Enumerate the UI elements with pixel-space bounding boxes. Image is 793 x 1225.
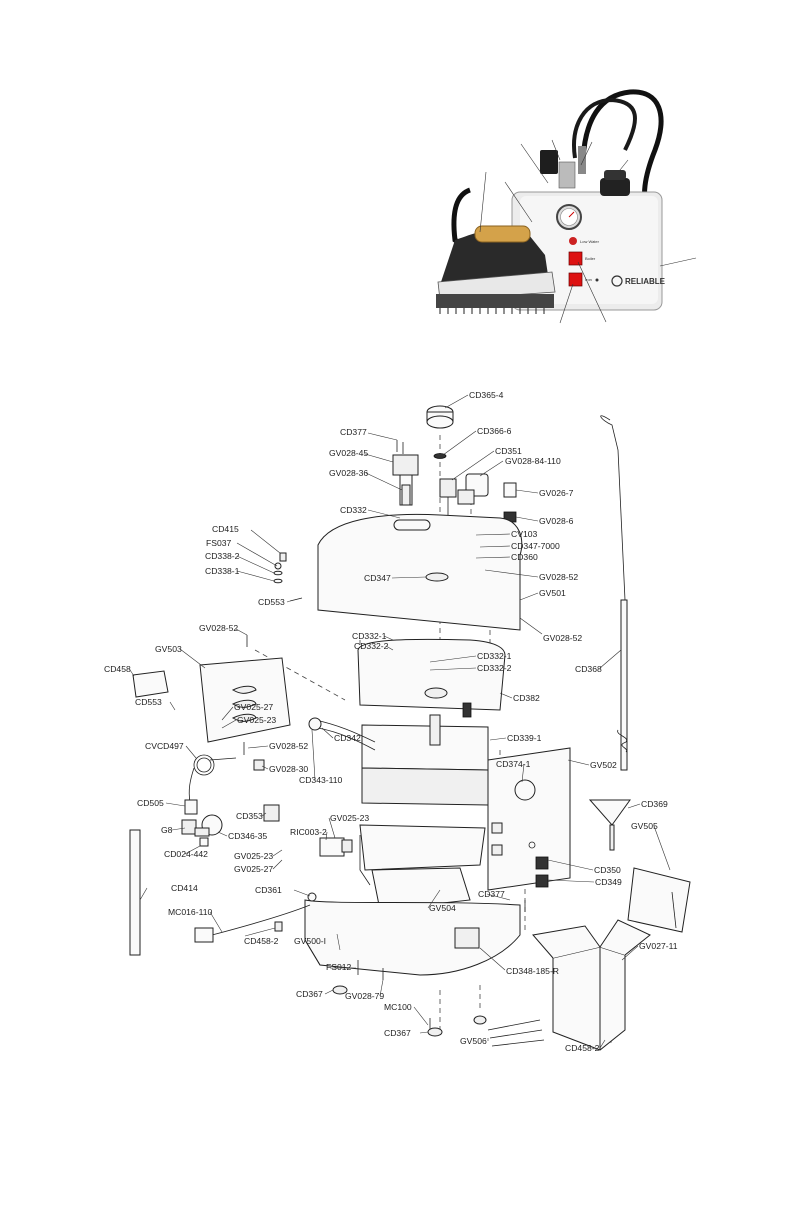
label-GV028-45: GV028-45 bbox=[329, 448, 368, 458]
label-CD347: CD347 bbox=[364, 573, 391, 583]
label-CD024-442: CD024-442 bbox=[164, 849, 208, 859]
label-CD332-2-left: CD332-2 bbox=[354, 641, 389, 651]
label-CV103: CV103 bbox=[511, 529, 537, 539]
label-CD382: CD382 bbox=[513, 693, 540, 703]
label-GV500-I: GV500-I bbox=[294, 936, 326, 946]
product-photo: Low Water Boiler Iron RELIABLE bbox=[433, 89, 709, 324]
label-CD414: CD414 bbox=[171, 883, 198, 893]
label-CD369: CD369 bbox=[641, 799, 668, 809]
label-GV501: GV501 bbox=[539, 588, 566, 598]
label-GV503: GV503 bbox=[155, 644, 182, 654]
label-GV028-52-right: GV028-52 bbox=[539, 572, 578, 582]
label-CD458-2-cord: CD458-2 bbox=[244, 936, 279, 946]
label-CD553-lower: CD553 bbox=[135, 697, 162, 707]
label-CD350: CD350 bbox=[594, 865, 621, 875]
label-GV505: GV505 bbox=[631, 821, 658, 831]
panel-light-boiler: Boiler bbox=[585, 256, 596, 261]
part-labels: CD365-4 CD377 CD366-6 CD351 GV028-45 GV0… bbox=[104, 390, 678, 1053]
label-FS012: FS012 bbox=[326, 962, 352, 972]
label-MC100: MC100 bbox=[384, 1002, 412, 1012]
label-CD377-top: CD377 bbox=[340, 427, 367, 437]
label-CD458: CD458 bbox=[104, 664, 131, 674]
label-CD458-2-box: CD458-2 bbox=[565, 1043, 600, 1053]
label-GV028-30: GV028-30 bbox=[269, 764, 308, 774]
label-GV025-23-block: GV025-23 bbox=[330, 813, 369, 823]
label-GV027-11: GV027-11 bbox=[639, 941, 678, 951]
label-CD343-110: CD343-110 bbox=[299, 775, 343, 785]
label-CD505: CD505 bbox=[137, 798, 164, 808]
brand-logo-icon bbox=[611, 275, 623, 287]
label-CD353: CD353 bbox=[236, 811, 263, 821]
label-FS037: FS037 bbox=[206, 538, 232, 548]
label-GV028-79: GV028-79 bbox=[345, 991, 384, 1001]
label-CVCD497: CVCD497 bbox=[145, 741, 184, 751]
label-GV028-52-cover: GV028-52 bbox=[543, 633, 582, 643]
label-CD349: CD349 bbox=[595, 877, 622, 887]
label-GV506: GV506 bbox=[460, 1036, 487, 1046]
label-CD332-2-right: CD332-2 bbox=[477, 663, 512, 673]
label-GV028-6: GV028-6 bbox=[539, 516, 574, 526]
label-GV025-23-lower: GV025-23 bbox=[234, 851, 273, 861]
label-GV028-84-110: GV028-84-110 bbox=[505, 456, 561, 466]
label-RIC003-2: RIC003-2 bbox=[290, 827, 327, 837]
label-CD339-1: CD339-1 bbox=[507, 733, 542, 743]
label-CD367-left: CD367 bbox=[296, 989, 323, 999]
panel-light-low-water: Low Water bbox=[580, 239, 600, 244]
label-CD332-1-left: CD332-1 bbox=[352, 631, 387, 641]
label-CD346-35: CD346-35 bbox=[228, 831, 267, 841]
label-GV502: GV502 bbox=[590, 760, 617, 770]
label-CD338-1: CD338-1 bbox=[205, 566, 240, 576]
label-CD342: CD342 bbox=[334, 733, 361, 743]
label-CD377-base: CD377 bbox=[478, 889, 505, 899]
label-CD365-4: CD365-4 bbox=[469, 390, 504, 400]
label-CD361: CD361 bbox=[255, 885, 282, 895]
label-CD348-185-R: CD348-185-R bbox=[506, 966, 559, 976]
label-CD374-1: CD374-1 bbox=[496, 759, 531, 769]
label-CD553-upper: CD553 bbox=[258, 597, 285, 607]
label-GV028-52-panel: GV028-52 bbox=[199, 623, 238, 633]
label-CD338-2: CD338-2 bbox=[205, 551, 240, 561]
label-CD347-7000: CD347-7000 bbox=[511, 541, 560, 551]
panel-light-iron: Iron bbox=[585, 277, 592, 282]
label-CD366-6: CD366-6 bbox=[477, 426, 512, 436]
diagram-parts bbox=[129, 405, 691, 1051]
label-GV028-36: GV028-36 bbox=[329, 468, 368, 478]
label-GV504: GV504 bbox=[429, 903, 456, 913]
label-CD360: CD360 bbox=[511, 552, 538, 562]
label-GV026-7: GV026-7 bbox=[539, 488, 574, 498]
label-GV025-27-panel: GV025-27 bbox=[234, 702, 273, 712]
label-GV028-52-mid: GV028-52 bbox=[269, 741, 308, 751]
label-G8: G8 bbox=[161, 825, 173, 835]
label-MC016-110: MC016-110 bbox=[168, 907, 212, 917]
label-GV025-27-lower: GV025-27 bbox=[234, 864, 273, 874]
label-CD351: CD351 bbox=[495, 446, 522, 456]
label-GV025-23-panel: GV025-23 bbox=[237, 715, 276, 725]
label-CD368: CD368 bbox=[575, 664, 602, 674]
label-CD367-bottom: CD367 bbox=[384, 1028, 411, 1038]
label-CD332-1-right: CD332-1 bbox=[477, 651, 512, 661]
label-CD415: CD415 bbox=[212, 524, 239, 534]
label-CD332: CD332 bbox=[340, 505, 367, 515]
brand-name: RELIABLE bbox=[625, 277, 666, 286]
